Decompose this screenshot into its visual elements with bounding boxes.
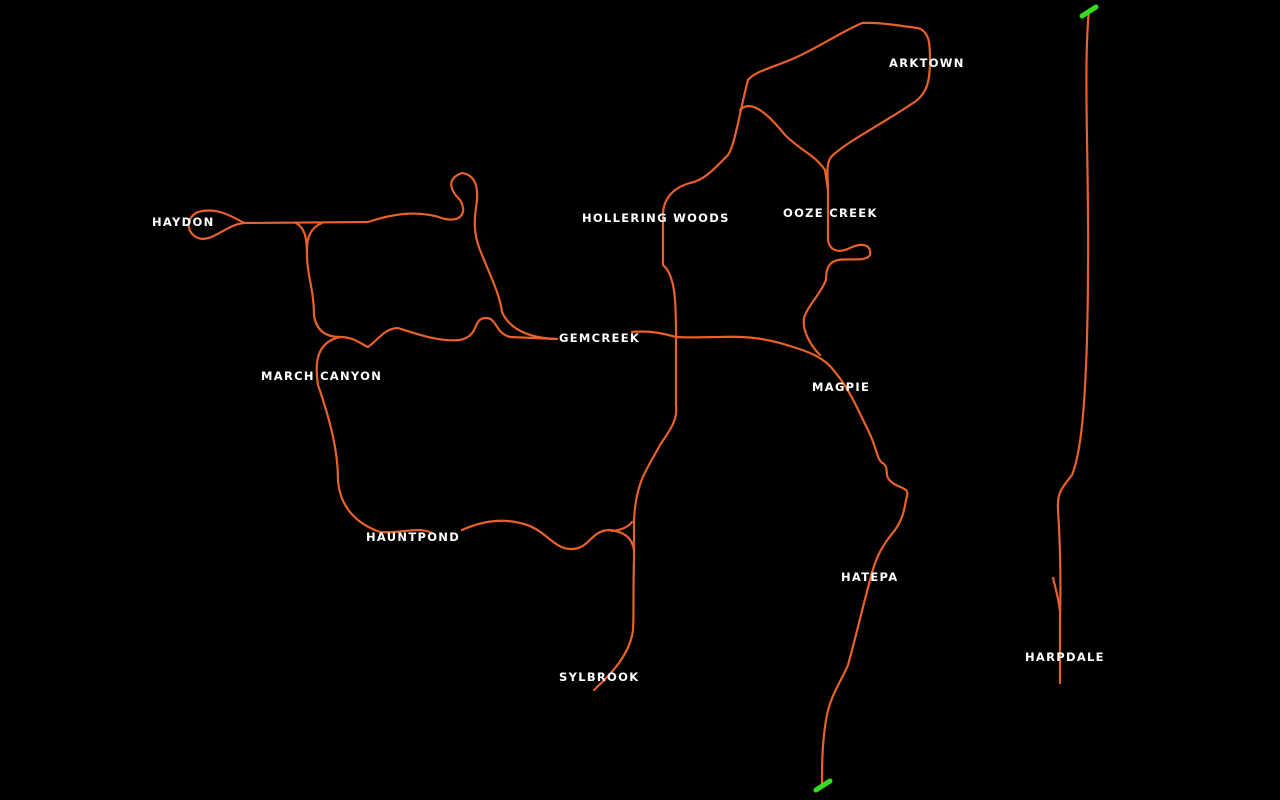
label-haydon[interactable]: HAYDON (152, 215, 215, 229)
track-magpie-south (820, 370, 909, 787)
track-march-gemcreek (366, 316, 559, 349)
endpoint-south-marker[interactable] (813, 778, 833, 793)
track-haydon-march (294, 221, 370, 349)
track-arktown-loop (746, 21, 932, 192)
track-harpdale (1056, 8, 1091, 685)
label-hollering-woods[interactable]: HOLLERING WOODS (582, 211, 730, 225)
track-hollering-main (592, 78, 750, 692)
track-haydon-march-2 (305, 221, 324, 252)
track-harpdale-spur (1051, 576, 1062, 614)
track-march-hauntpond (315, 335, 434, 535)
track-hollering-ooze (738, 105, 872, 357)
label-ooze-creek[interactable]: OOZE CREEK (783, 206, 878, 220)
label-hauntpond[interactable]: HAUNTPOND (366, 530, 461, 544)
label-gemcreek[interactable]: GEMCREEK (559, 331, 641, 345)
label-march-canyon[interactable]: MARCH CANYON (261, 369, 383, 383)
endpoint-north-marker[interactable] (1079, 4, 1099, 19)
label-arktown[interactable]: ARKTOWN (889, 56, 965, 70)
label-magpie[interactable]: MAGPIE (812, 380, 871, 394)
track-gemcreek-magpie (630, 330, 837, 374)
label-harpdale[interactable]: HARPDALE (1025, 650, 1105, 664)
track-haydon-east (242, 171, 559, 341)
label-sylbrook[interactable]: SYLBROOK (559, 670, 640, 684)
track-hauntpond-east (460, 519, 636, 552)
track-hauntpond-junction (610, 520, 634, 533)
track-haydon-loop (187, 209, 246, 240)
label-hatepa[interactable]: HATEPA (841, 570, 899, 584)
